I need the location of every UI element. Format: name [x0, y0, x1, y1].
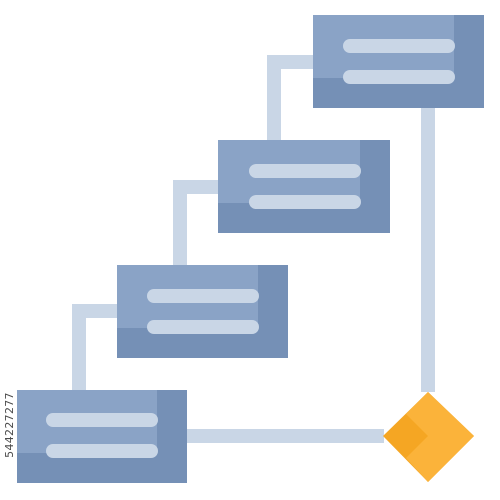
stock-id-watermark: 544227277 [3, 392, 16, 458]
process-box-step1 [17, 390, 187, 483]
decision-diamond [383, 392, 474, 482]
connector-step3-step4 [267, 55, 313, 140]
text-line [249, 195, 361, 209]
text-line [343, 70, 455, 84]
process-box-step3 [218, 140, 390, 233]
text-line [147, 289, 259, 303]
connector-step1-step2 [72, 304, 118, 390]
text-line [46, 444, 158, 458]
text-line [147, 320, 259, 334]
text-line [249, 164, 361, 178]
text-line [46, 413, 158, 427]
process-box-step2 [117, 265, 288, 358]
process-box-step4 [313, 15, 484, 108]
connector-step2-step3 [173, 180, 219, 265]
text-line [343, 39, 455, 53]
